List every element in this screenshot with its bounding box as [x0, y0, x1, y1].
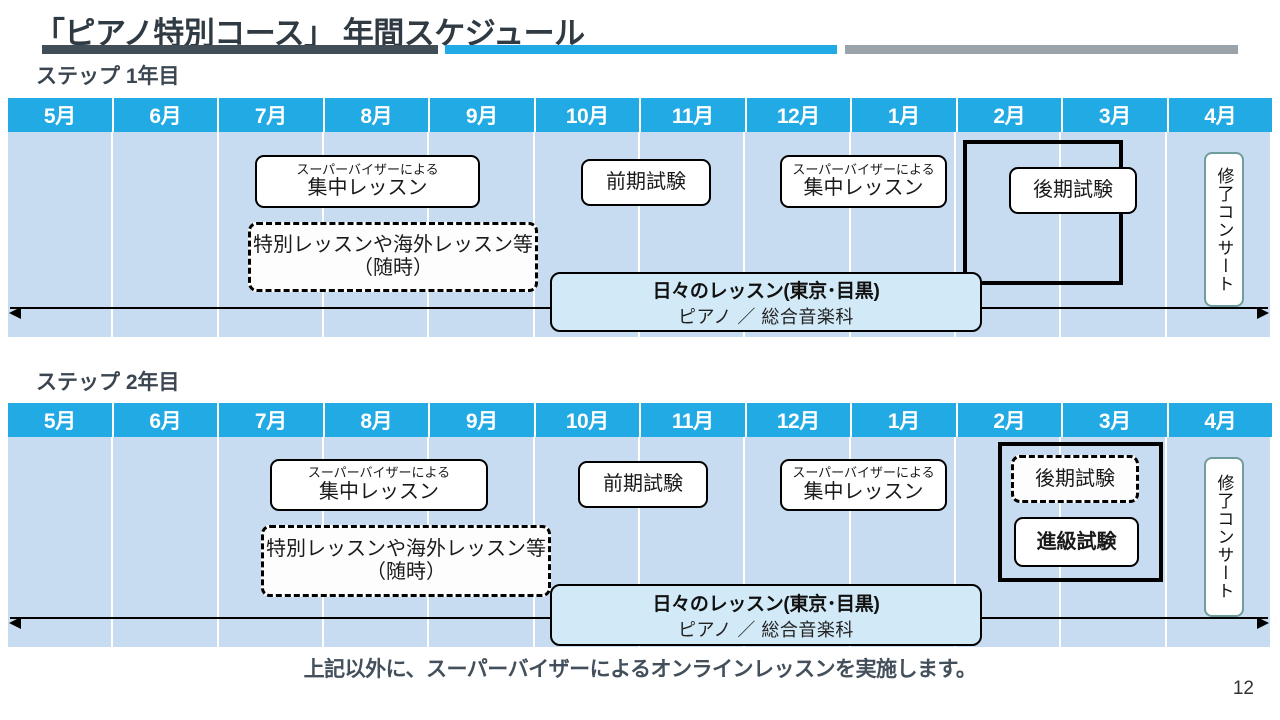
step-2-exam-frame — [998, 442, 1163, 582]
box-line-1: 日々のレッスン(東京･目黒) — [652, 593, 880, 615]
box-line-1: スーパーバイザーによる — [792, 465, 935, 481]
step-1-daily-lesson-box[interactable]: 日々のレッスン(東京･目黒) ピアノ ／ 総合音楽科 — [550, 272, 982, 332]
step-1-special-lesson-box[interactable]: 特別レッスンや海外レッスン等 （随時） — [248, 222, 538, 292]
box-line-1: 日々のレッスン(東京･目黒) — [652, 280, 880, 302]
step-2-overlay: スーパーバイザーによる 集中レッスン 特別レッスンや海外レッスン等 （随時） 前… — [8, 437, 1272, 647]
step-2-promotion-exam-box[interactable]: 進級試験 — [1014, 517, 1139, 567]
grid-column — [535, 132, 640, 337]
step-2-label: ステップ 2年目 — [36, 371, 180, 394]
step-1-supervisor-lesson-box-2[interactable]: スーパーバイザーによる 集中レッスン — [780, 155, 947, 208]
grid-column — [851, 437, 956, 647]
month-cell-aug: 8月 — [324, 403, 428, 437]
month-cell-oct: 10月 — [535, 98, 639, 132]
step-1-label: ステップ 1年目 — [36, 65, 180, 88]
month-cell-sep: 9月 — [430, 403, 534, 437]
step-1-body: スーパーバイザーによる 集中レッスン 特別レッスンや海外レッスン等 （随時） 前… — [8, 132, 1272, 337]
step-1-midterm-exam-box[interactable]: 前期試験 — [581, 159, 711, 206]
month-cell-may: 5月 — [8, 98, 112, 132]
grid-column — [1061, 437, 1167, 647]
box-line-1: 特別レッスンや海外レッスン等 — [266, 538, 546, 560]
step-1-month-header: 5月 6月 7月 8月 9月 10月 11月 12月 1月 2月 3月 4月 — [8, 98, 1272, 132]
month-cell-dec: 12月 — [746, 98, 850, 132]
step-2-grid: 5月 6月 7月 8月 9月 10月 11月 12月 1月 2月 3月 4月 — [8, 403, 1272, 647]
month-cell-oct: 10月 — [535, 403, 639, 437]
step-1-concert-box[interactable]: 修了コンサート — [1204, 152, 1244, 307]
month-cell-apr: 4月 — [1168, 403, 1272, 437]
month-cell-jun: 6月 — [113, 403, 217, 437]
box-label: 進級試験 — [1036, 530, 1117, 553]
title-rule-cyan — [445, 45, 837, 54]
month-cell-may: 5月 — [8, 403, 112, 437]
grid-column — [1061, 132, 1167, 337]
box-label: 後期試験 — [1033, 179, 1113, 201]
grid-column — [745, 132, 851, 337]
step-1-final-exam-box[interactable]: 後期試験 — [1009, 167, 1137, 214]
grid-column — [956, 132, 1062, 337]
step-1-supervisor-lesson-box-1[interactable]: スーパーバイザーによる 集中レッスン — [255, 155, 480, 208]
month-cell-jan: 1月 — [852, 403, 956, 437]
footer-note: 上記以外に、スーパーバイザーによるオンラインレッスンを実施します。 — [303, 658, 977, 681]
month-cell-apr: 4月 — [1168, 98, 1272, 132]
step-1-overlay: スーパーバイザーによる 集中レッスン 特別レッスンや海外レッスン等 （随時） 前… — [8, 132, 1272, 337]
month-cell-jan: 1月 — [852, 98, 956, 132]
box-line-2: 集中レッスン — [803, 177, 924, 200]
arrow-head-right-icon — [1257, 307, 1269, 319]
box-label: 修了コンサート — [1214, 474, 1234, 600]
grid-column — [8, 437, 114, 647]
grid-column — [1167, 132, 1272, 337]
title-rule-dark — [42, 45, 438, 54]
month-cell-mar: 3月 — [1063, 403, 1167, 437]
step-2-supervisor-lesson-box-1[interactable]: スーパーバイザーによる 集中レッスン — [270, 459, 488, 511]
box-label: 前期試験 — [606, 171, 686, 193]
step-2-concert-box[interactable]: 修了コンサート — [1204, 457, 1244, 617]
month-cell-aug: 8月 — [324, 98, 428, 132]
arrow-head-left-icon — [9, 307, 21, 319]
box-label: 後期試験 — [1035, 467, 1115, 490]
month-cell-jul: 7月 — [219, 403, 323, 437]
grid-column — [113, 437, 219, 647]
box-line-2: ピアノ ／ 総合音楽科 — [678, 306, 854, 327]
month-cell-feb: 2月 — [957, 98, 1061, 132]
step-2-special-lesson-box[interactable]: 特別レッスンや海外レッスン等 （随時） — [261, 525, 551, 597]
box-label: 前期試験 — [603, 473, 683, 495]
box-line-2: 集中レッスン — [319, 480, 439, 503]
grid-column — [851, 132, 956, 337]
box-line-2: 集中レッスン — [307, 177, 428, 200]
month-cell-jun: 6月 — [113, 98, 217, 132]
month-cell-feb: 2月 — [957, 403, 1061, 437]
step-2-midterm-exam-box[interactable]: 前期試験 — [578, 461, 708, 508]
page-number: 12 — [1232, 678, 1254, 699]
grid-column — [745, 437, 851, 647]
month-cell-nov: 11月 — [641, 98, 745, 132]
box-line-1: 特別レッスンや海外レッスン等 — [253, 234, 533, 256]
box-line-2: （随時） — [353, 257, 433, 279]
grid-column — [535, 437, 640, 647]
step-2-final-exam-box[interactable]: 後期試験 — [1011, 455, 1139, 503]
arrow-head-right-icon — [1257, 617, 1269, 629]
month-cell-sep: 9月 — [430, 98, 534, 132]
title-rule-gray — [845, 45, 1238, 54]
month-cell-mar: 3月 — [1063, 98, 1167, 132]
month-cell-jul: 7月 — [219, 98, 323, 132]
grid-column — [1167, 437, 1272, 647]
box-line-1: スーパーバイザーによる — [792, 161, 935, 177]
box-line-2: 集中レッスン — [803, 480, 924, 503]
box-line-1: スーパーバイザーによる — [296, 161, 439, 177]
grid-column — [8, 132, 114, 337]
step-2-daily-lesson-box[interactable]: 日々のレッスン(東京･目黒) ピアノ ／ 総合音楽科 — [550, 584, 982, 646]
month-cell-nov: 11月 — [641, 403, 745, 437]
box-line-2: （随時） — [366, 561, 446, 583]
step-1-grid: 5月 6月 7月 8月 9月 10月 11月 12月 1月 2月 3月 4月 — [8, 98, 1272, 337]
grid-column — [113, 132, 219, 337]
step-2-month-header: 5月 6月 7月 8月 9月 10月 11月 12月 1月 2月 3月 4月 — [8, 403, 1272, 437]
box-line-2: ピアノ ／ 総合音楽科 — [678, 619, 854, 640]
box-label: 修了コンサート — [1214, 166, 1234, 293]
step-2-supervisor-lesson-box-2[interactable]: スーパーバイザーによる 集中レッスン — [780, 459, 947, 511]
grid-column — [640, 132, 746, 337]
step-2-body: スーパーバイザーによる 集中レッスン 特別レッスンや海外レッスン等 （随時） 前… — [8, 437, 1272, 647]
arrow-head-left-icon — [9, 617, 21, 629]
box-line-1: スーパーバイザーによる — [307, 465, 451, 481]
grid-column — [640, 437, 746, 647]
month-cell-dec: 12月 — [746, 403, 850, 437]
